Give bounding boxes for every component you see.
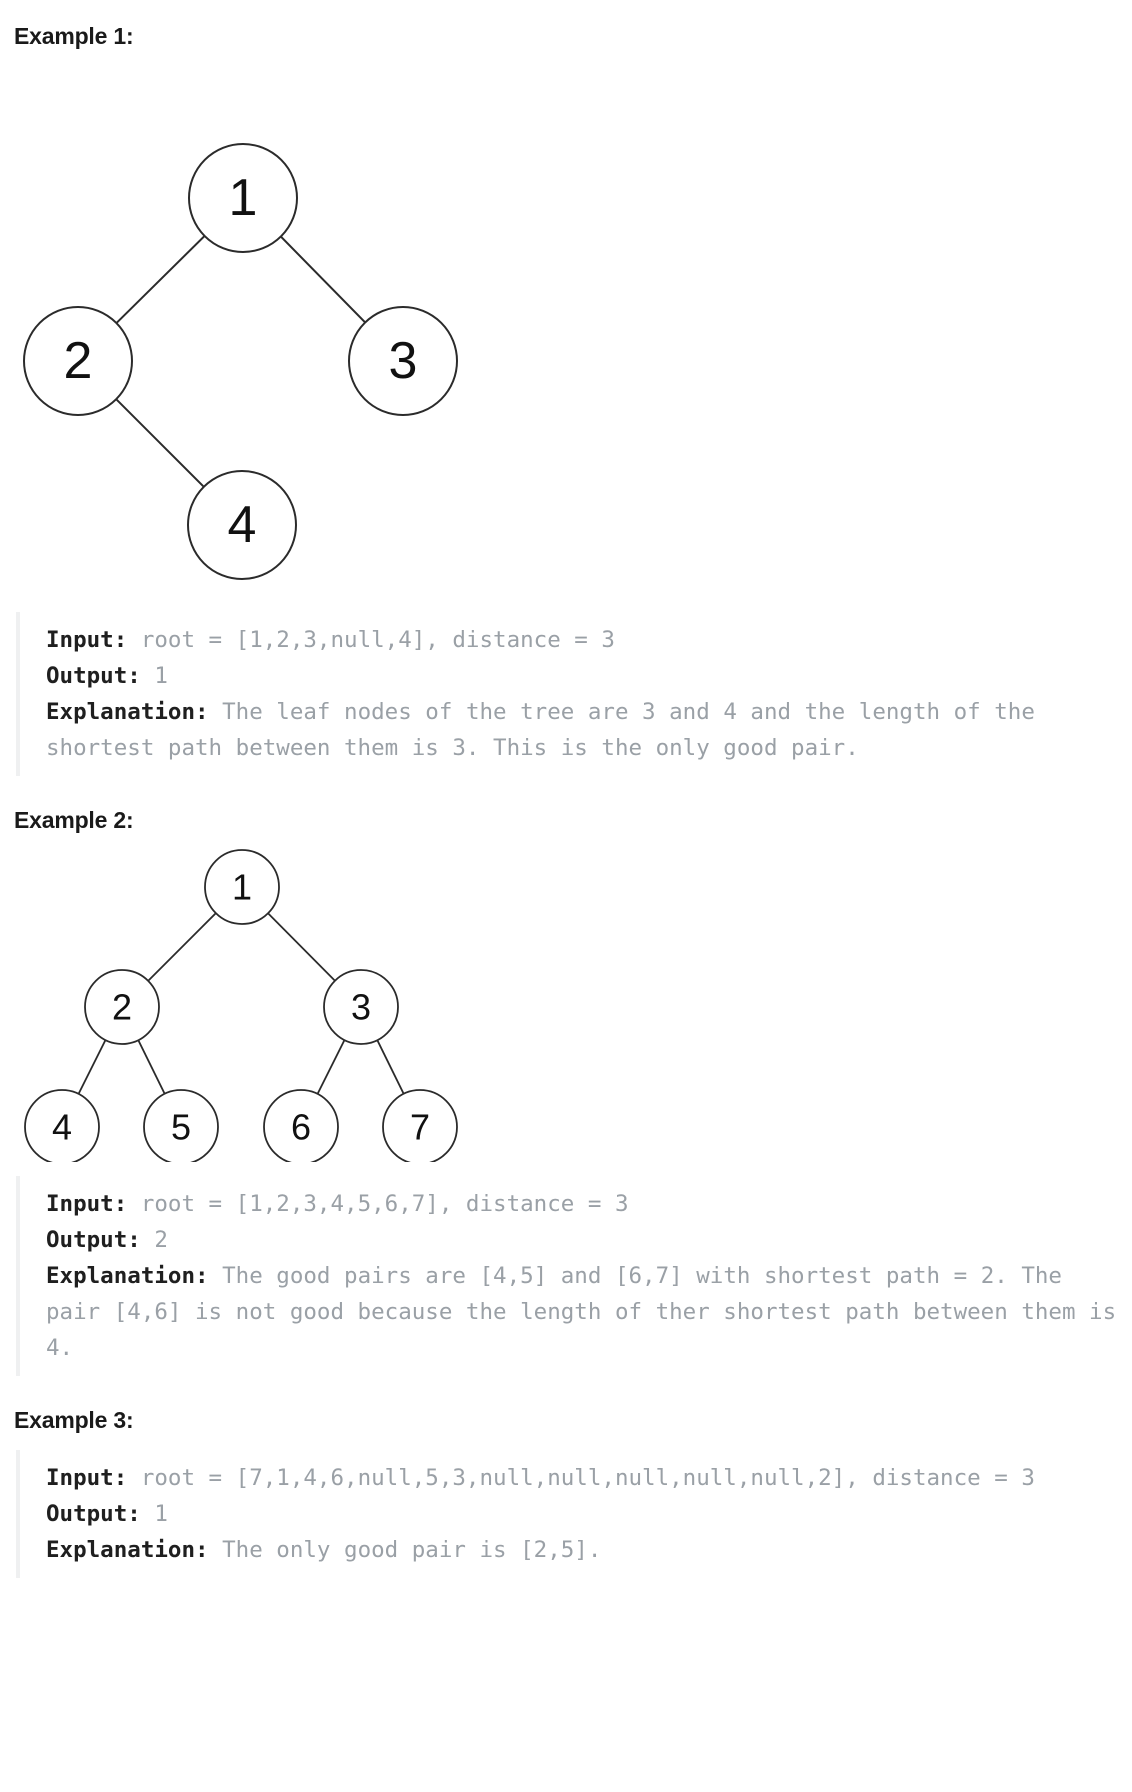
tree-node-circle <box>188 142 298 253</box>
tree-node-label: 2 <box>112 986 132 1027</box>
problem-examples-page: Example 1: 1 2 3 4 Input: root = [1,2,3,… <box>14 23 1118 1578</box>
example-1-explanation-line: Explanation: The leaf nodes of the tree … <box>46 694 1118 766</box>
tree-node-label: 5 <box>171 1106 191 1147</box>
example-3-input-line: Input: root = [7,1,4,6,null,5,3,null,nul… <box>46 1460 1118 1496</box>
example-1-tree-figure: 1 2 3 4 <box>14 58 1118 598</box>
explanation-value: The only good pair is [2,5]. <box>208 1536 602 1563</box>
example-1-heading: Example 1: <box>14 23 134 49</box>
explanation-value: The leaf nodes of the tree are 3 and 4 a… <box>46 698 1049 761</box>
example-1-code-block: Input: root = [1,2,3,null,4], distance =… <box>16 611 1118 776</box>
example-3-code-block: Input: root = [7,1,4,6,null,5,3,null,nul… <box>16 1449 1118 1578</box>
output-label: Output: <box>46 1226 141 1253</box>
tree-nodes: 1 2 3 4 <box>23 142 458 580</box>
example-3-explanation-line: Explanation: The only good pair is [2,5]… <box>46 1532 1118 1568</box>
output-label: Output: <box>46 1500 141 1527</box>
example-1-tree-svg: 1 2 3 4 <box>23 142 458 580</box>
tree-nodes: 1 2 3 4 5 6 7 <box>24 848 458 1162</box>
tree-node-label: 3 <box>351 986 371 1027</box>
explanation-label: Explanation: <box>46 698 209 725</box>
example-2-heading: Example 2: <box>14 806 134 833</box>
tree-node-circle <box>84 968 160 1045</box>
example-2-output-line: Output: 2 <box>46 1222 1118 1258</box>
tree-node-circle <box>24 1088 100 1162</box>
example-2-explanation-line: Explanation: The good pairs are [4,5] an… <box>46 1258 1118 1366</box>
tree-node-label: 2 <box>64 332 93 390</box>
tree-node-circle <box>23 305 133 416</box>
example-3-heading: Example 3: <box>14 1406 134 1433</box>
tree-node-circle <box>204 848 280 925</box>
output-value: 2 <box>140 1226 168 1253</box>
tree-node-circle <box>263 1088 339 1162</box>
input-value: root = [1,2,3,4,5,6,7], distance = 3 <box>127 1190 629 1217</box>
tree-node-label: 7 <box>410 1106 430 1147</box>
output-value: 1 <box>140 662 168 689</box>
input-label: Input: <box>46 626 128 653</box>
example-3-output-line: Output: 1 <box>46 1496 1118 1532</box>
tree-node-label: 4 <box>228 496 257 554</box>
explanation-label: Explanation: <box>46 1536 209 1563</box>
explanation-value: The good pairs are [4,5] and [6,7] with … <box>46 1262 1130 1361</box>
tree-node-circle <box>187 469 297 580</box>
tree-node-label: 3 <box>389 332 418 390</box>
output-value: 1 <box>140 1500 168 1527</box>
explanation-label: Explanation: <box>46 1262 209 1289</box>
tree-node-circle <box>348 305 458 416</box>
example-2-input-line: Input: root = [1,2,3,4,5,6,7], distance … <box>46 1186 1118 1222</box>
tree-node-circle <box>382 1088 458 1162</box>
tree-node-circle <box>143 1088 219 1162</box>
example-2-tree-svg: 1 2 3 4 5 6 7 <box>24 848 458 1162</box>
example-2-code-block: Input: root = [1,2,3,4,5,6,7], distance … <box>16 1175 1118 1376</box>
output-label: Output: <box>46 662 141 689</box>
input-label: Input: <box>46 1464 128 1491</box>
tree-node-label: 4 <box>52 1106 72 1147</box>
example-1-input-line: Input: root = [1,2,3,null,4], distance =… <box>46 622 1118 658</box>
example-1-output-line: Output: 1 <box>46 658 1118 694</box>
tree-node-label: 6 <box>291 1106 311 1147</box>
tree-node-circle <box>323 968 399 1045</box>
input-value: root = [1,2,3,null,4], distance = 3 <box>127 626 615 653</box>
example-2-tree-figure: 1 2 3 4 5 6 7 <box>14 842 1118 1162</box>
tree-node-label: 1 <box>232 866 252 907</box>
input-label: Input: <box>46 1190 128 1217</box>
tree-node-label: 1 <box>229 169 258 227</box>
input-value: root = [7,1,4,6,null,5,3,null,null,null,… <box>127 1464 1035 1491</box>
